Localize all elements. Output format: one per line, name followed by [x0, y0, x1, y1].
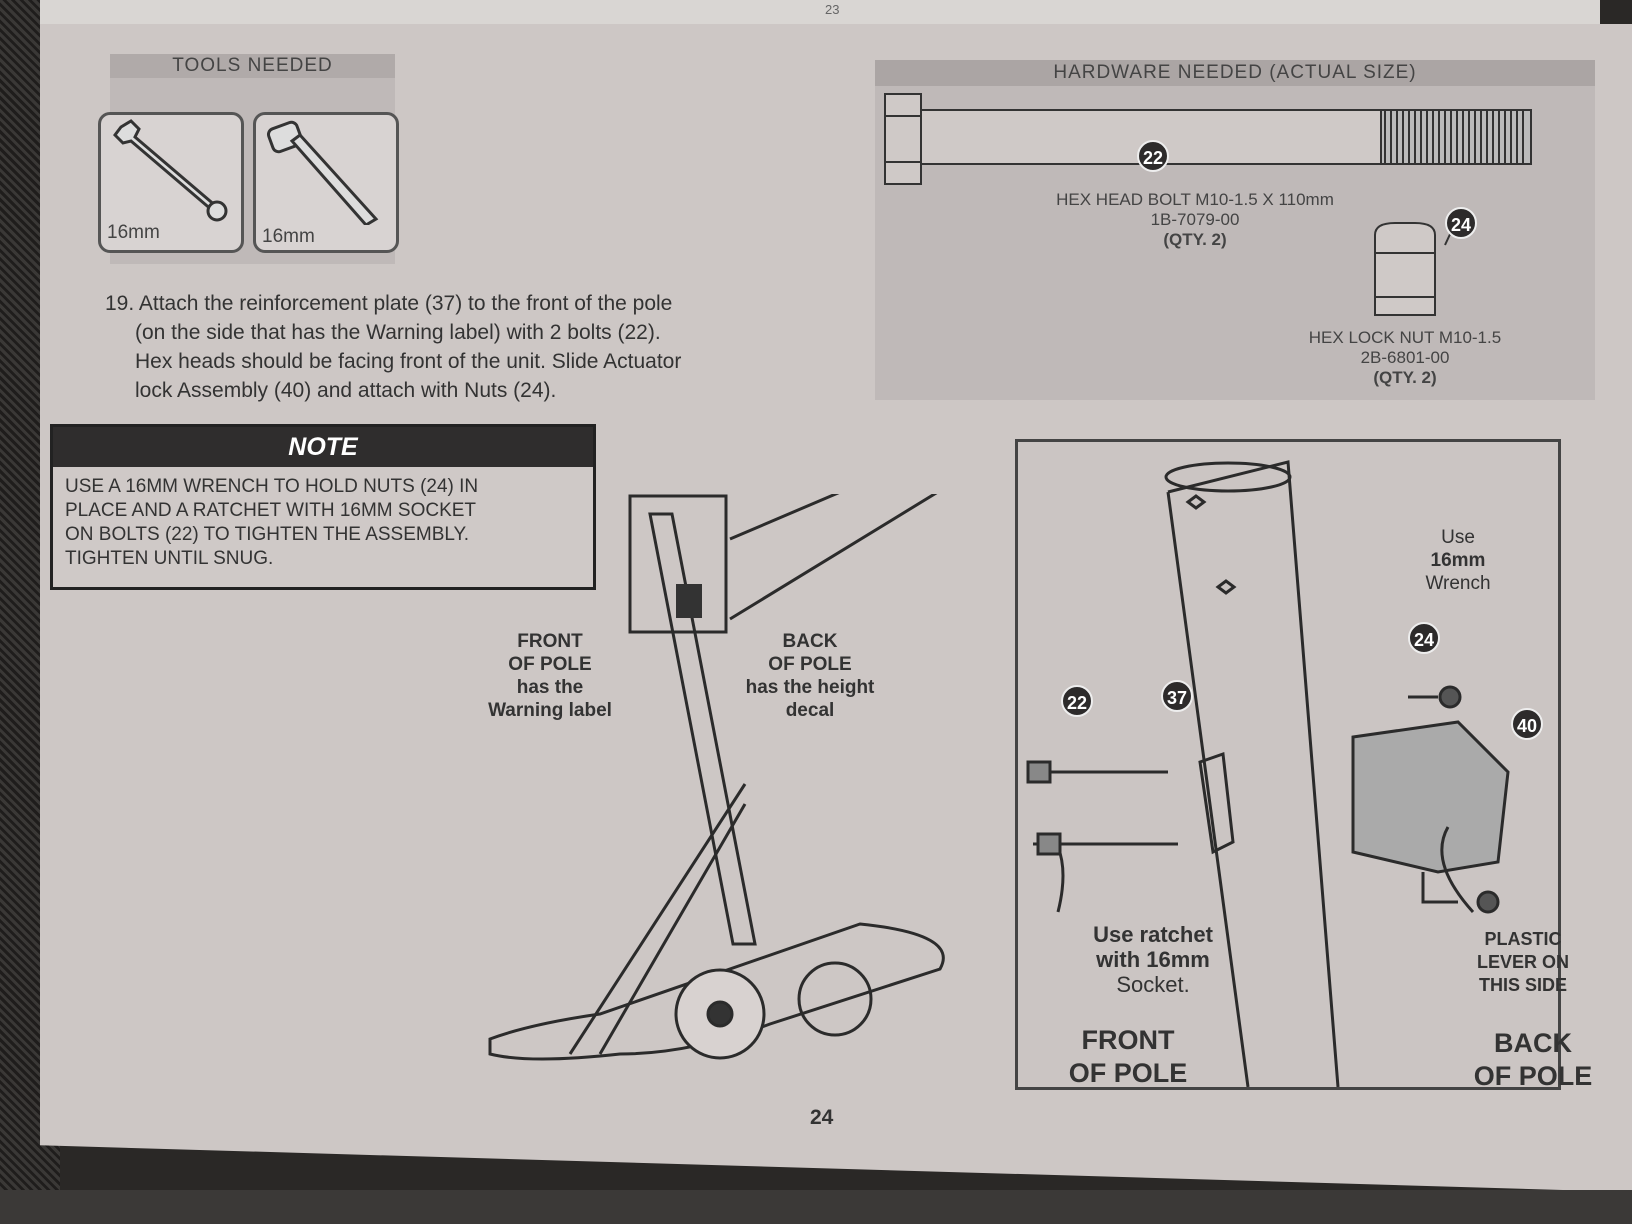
detail-nut-badge: 24	[1408, 622, 1440, 654]
nut-badge: 24	[1445, 207, 1477, 239]
use-ratchet-note: Use ratchet with 16mm Socket.	[1093, 922, 1213, 997]
nut-part-number: 2B-6801-00	[1360, 348, 1450, 367]
detail-back-of-pole: BACK OF POLE	[1473, 1028, 1593, 1091]
note-heading: NOTE	[53, 427, 593, 467]
detail-front-of-pole: FRONT OF POLE	[1068, 1025, 1188, 1088]
step-line-2: (on the side that has the Warning label)…	[135, 321, 661, 344]
top-page-number: 23	[825, 2, 840, 17]
tools-needed-panel: TOOLS NEEDED 16mm 16mm	[98, 54, 399, 264]
detail-actuator-badge: 40	[1511, 708, 1543, 740]
wrench-card: 16mm	[98, 112, 244, 253]
bolt-name: HEX HEAD BOLT M10-1.5 X 110mm	[1056, 190, 1334, 209]
detail-plate-badge: 37	[1161, 680, 1193, 712]
wrench-icon	[113, 119, 228, 222]
assembly-detail-box: 22 37 24 40 Use 16mm Wrench Use ratchet …	[1015, 439, 1592, 1091]
plastic-lever-note: PLASTIC LEVER ON THIS SIDE	[1476, 929, 1569, 995]
bolt-part-number: 1B-7079-00	[1150, 210, 1240, 229]
note-line-3: ON BOLTS (22) TO TIGHTEN THE ASSEMBLY.	[65, 524, 470, 545]
hardware-needed-heading: HARDWARE NEEDED (ACTUAL SIZE)	[875, 60, 1595, 86]
assembly-detail-drawing	[1026, 460, 1510, 1087]
step-line-1: 19. Attach the reinforcement plate (37) …	[105, 292, 673, 315]
note-line-1: USE A 16MM WRENCH TO HOLD NUTS (24) IN	[65, 476, 479, 497]
ratchet-size: 16mm	[262, 226, 315, 247]
bolt-badge: 22	[1137, 140, 1169, 172]
hardware-needed-panel: HARDWARE NEEDED (ACTUAL SIZE) 22 HEX HEA…	[875, 60, 1595, 400]
step-line-3: Hex heads should be facing front of the …	[135, 350, 682, 373]
tools-needed-heading: TOOLS NEEDED	[110, 54, 395, 78]
bolt-quantity: (QTY. 2)	[1163, 230, 1227, 249]
wrench-size: 16mm	[107, 222, 160, 243]
bottom-surface	[0, 1190, 1632, 1224]
front-of-pole-label: FRONT OF POLE has the Warning label	[488, 631, 612, 721]
nut-name: HEX LOCK NUT M10-1.5	[1308, 328, 1502, 347]
page-number: 24	[810, 1106, 834, 1129]
hex-bolt-drawing	[884, 93, 1532, 185]
cart-overview-drawing	[488, 494, 1000, 1061]
top-page-edge: 23	[40, 0, 1600, 24]
nut-quantity: (QTY. 2)	[1373, 368, 1437, 387]
manual-page: TOOLS NEEDED 16mm 16mm HARDWARE NEEDED (…	[40, 24, 1632, 1192]
hex-nut-drawing	[1374, 214, 1460, 316]
note-line-2: PLACE AND A RATCHET WITH 16MM SOCKET	[65, 500, 477, 521]
use-wrench-note: Use 16mm Wrench	[1425, 527, 1491, 594]
step-line-4: lock Assembly (40) and attach with Nuts …	[135, 379, 557, 402]
note-line-4: TIGHTEN UNTIL SNUG.	[65, 548, 274, 569]
ratchet-icon	[266, 120, 379, 227]
step-19-instructions: 19. Attach the reinforcement plate (37) …	[105, 289, 825, 405]
detail-bolt-badge: 22	[1061, 685, 1093, 717]
note-box: NOTE USE A 16MM WRENCH TO HOLD NUTS (24)…	[50, 424, 596, 590]
ratchet-card: 16mm	[253, 112, 399, 253]
back-of-pole-label: BACK OF POLE has the height decal	[745, 631, 875, 721]
